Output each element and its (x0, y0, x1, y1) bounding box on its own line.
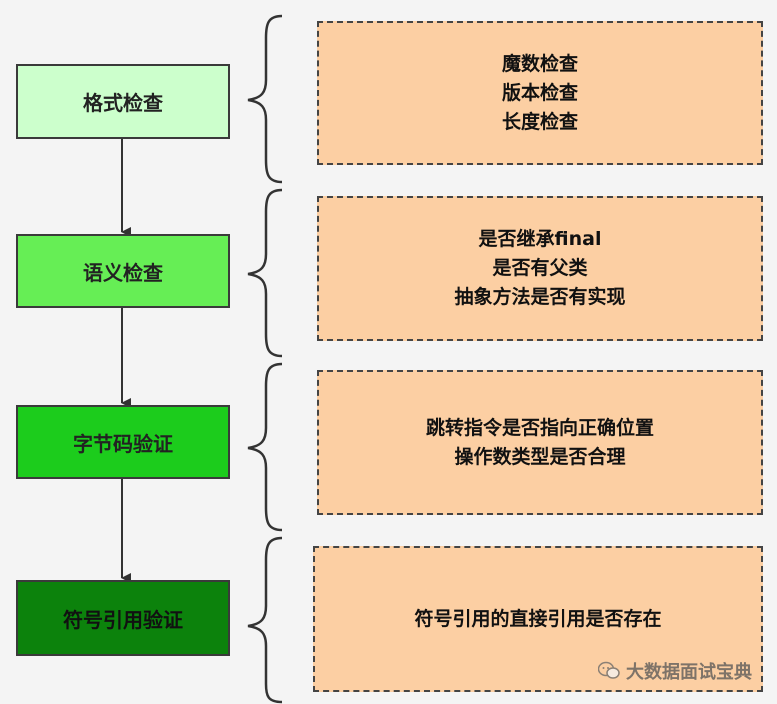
brace-1 (247, 14, 283, 184)
detail-line: 魔数检查 (501, 52, 578, 75)
detail-semantic-check: 是否继承final 是否有父类 抽象方法是否有实现 (317, 196, 763, 341)
brace-4 (247, 536, 283, 704)
detail-format-check: 魔数检查 版本检查 长度检查 (317, 21, 763, 165)
detail-line: 跳转指令是否指向正确位置 (425, 416, 654, 439)
detail-line: 操作数类型是否合理 (454, 445, 626, 468)
detail-line: 符号引用的直接引用是否存在 (414, 607, 662, 630)
detail-line: 抽象方法是否有实现 (454, 286, 626, 308)
step-bytecode-verification: 字节码验证 (16, 405, 230, 479)
detail-line: 长度检查 (501, 110, 578, 133)
detail-line: 是否有父类 (492, 257, 588, 279)
step-format-check: 格式检查 (16, 64, 230, 139)
brace-3 (247, 362, 283, 532)
detail-bytecode-verification: 跳转指令是否指向正确位置 操作数类型是否合理 (317, 370, 763, 515)
brace-2 (247, 188, 283, 358)
step-symbolic-reference-verification: 符号引用验证 (16, 580, 230, 656)
detail-line: 是否继承final (478, 228, 602, 250)
detail-line: 版本检查 (501, 81, 578, 104)
watermark-text: 大数据面试宝典 (626, 662, 752, 683)
step-semantic-check: 语义检查 (16, 234, 230, 308)
watermark: 大数据面试宝典 (597, 658, 752, 684)
detail-symbolic-reference-verification: 符号引用的直接引用是否存在 (313, 546, 763, 692)
wechat-icon (597, 661, 620, 681)
